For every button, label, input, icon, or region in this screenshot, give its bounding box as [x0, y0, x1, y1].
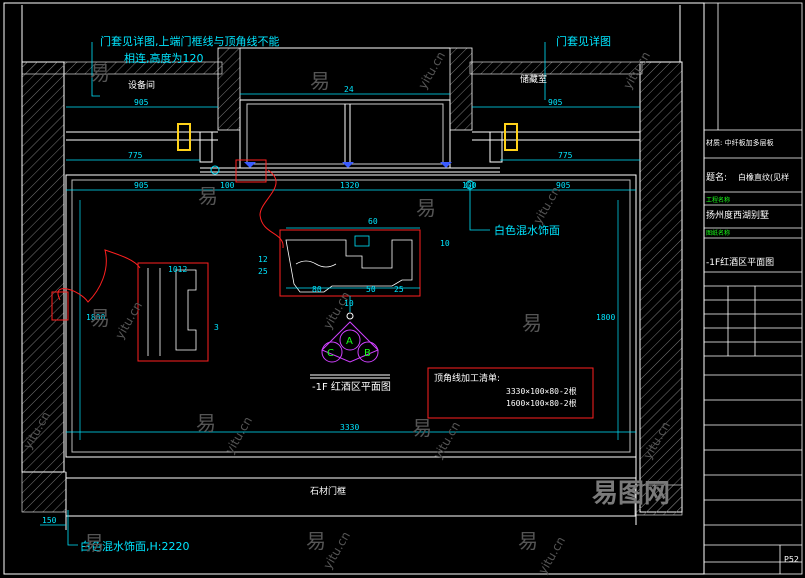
- dim-detail-3: 3: [214, 323, 219, 332]
- watermark-brand: 易图网: [592, 479, 670, 509]
- dim-bottom-3330: 3330: [340, 423, 359, 432]
- title-drawing-label: 图纸名称: [706, 229, 730, 237]
- title-sheet-number: P52: [784, 555, 799, 564]
- dim-right-775: 775: [558, 151, 573, 160]
- title-name-value: 白橡直纹(见样: [738, 172, 789, 182]
- annotations: 门套见详图,上端门框线与顶角线不能 相连,高度为120 门套见详图 设备间 储藏…: [80, 34, 611, 553]
- dim-mid-1320: 1320: [340, 181, 359, 190]
- plan-title: -1F 红酒区平面图: [312, 380, 391, 393]
- dim-detail-10-right: 10: [440, 239, 450, 248]
- dim-side-1012: 1012: [168, 265, 187, 274]
- dim-mid-905: 905: [134, 181, 149, 190]
- dim-detail-12: 12: [258, 255, 268, 264]
- watermark-glyph: 易: [90, 61, 110, 85]
- watermark-glyph: 易: [518, 529, 538, 553]
- dim-mid-100-left: 100: [220, 181, 235, 190]
- list-title: 顶角线加工清单:: [434, 372, 500, 384]
- note-white-trim: 白色混水饰面: [494, 223, 560, 237]
- detail-drawings: [147, 227, 420, 356]
- dimension-lines: [40, 93, 640, 526]
- dim-top-right-905: 905: [548, 98, 563, 107]
- stone-frame-label: 石材门框: [310, 485, 346, 497]
- marker-b: B: [364, 348, 371, 359]
- title-block: [703, 2, 803, 575]
- dim-left-775: 775: [128, 151, 143, 160]
- dim-mid-905-right: 905: [556, 181, 571, 190]
- dimension-values: 905 905 24 775 775 905 100 1320 100 905 …: [42, 85, 615, 525]
- watermark-glyph: 易: [522, 311, 542, 335]
- dim-detail-10-bottom: 10: [344, 299, 354, 308]
- title-project-value: 扬州度西湖别墅: [706, 209, 769, 221]
- list-item-1: 3330×100×80-2根: [506, 386, 577, 396]
- dim-side-1800-left: 1800: [86, 313, 105, 322]
- marker-a: A: [346, 336, 353, 347]
- watermark-glyph: 易: [90, 306, 110, 330]
- note-bottom-left: 白色混水饰面,H:2220: [80, 539, 189, 553]
- list-item-2: 1600×100×80-2根: [506, 398, 577, 408]
- door-hardware: [177, 123, 518, 190]
- dim-top-24: 24: [344, 85, 354, 94]
- room-label-storage: 储藏室: [520, 73, 547, 85]
- watermark-glyph: 易: [198, 184, 218, 208]
- title-material: 材质: 中纤板加多层板: [706, 138, 774, 147]
- title-name-label: 题名:: [706, 171, 727, 183]
- dim-detail-50: 50: [366, 285, 376, 294]
- walls-hatched: [21, 47, 683, 516]
- marker-c: C: [327, 348, 334, 359]
- note-top-right: 门套见详图: [556, 34, 611, 48]
- dim-bottom-150: 150: [42, 516, 57, 525]
- watermark-glyph: 易: [412, 416, 432, 440]
- dim-detail-60: 60: [368, 217, 378, 226]
- dim-detail-25-left: 25: [258, 267, 268, 276]
- watermark-glyph: 易: [310, 69, 330, 93]
- orientation-marker: A C B: [310, 312, 390, 379]
- watermark-glyph: 易: [306, 529, 326, 553]
- room-outline: [65, 174, 637, 530]
- note-top-left-line1: 门套见详图,上端门框线与顶角线不能: [100, 34, 280, 48]
- title-drawing-value: -1F红酒区平面图: [706, 256, 774, 268]
- title-block-text: 材质: 中纤板加多层板 题名: 白橡直纹(见样 工程名称 扬州度西湖别墅 图纸名…: [706, 138, 799, 564]
- dim-mid-100-right: 100: [462, 181, 477, 190]
- dim-side-1800-right: 1800: [596, 313, 615, 322]
- leader-lines: [67, 42, 546, 546]
- room-label-equipment: 设备间: [128, 79, 155, 91]
- dim-top-left-905: 905: [134, 98, 149, 107]
- watermark-glyph: 易: [196, 411, 216, 435]
- watermark-glyph: 易: [416, 196, 436, 220]
- title-project-label: 工程名称: [706, 196, 730, 204]
- dim-detail-25-bottom: 25: [394, 285, 404, 294]
- note-top-left-line2: 相连,高度为120: [124, 51, 204, 65]
- watermark-glyph: 易: [84, 531, 104, 555]
- dim-detail-80: 80: [312, 285, 322, 294]
